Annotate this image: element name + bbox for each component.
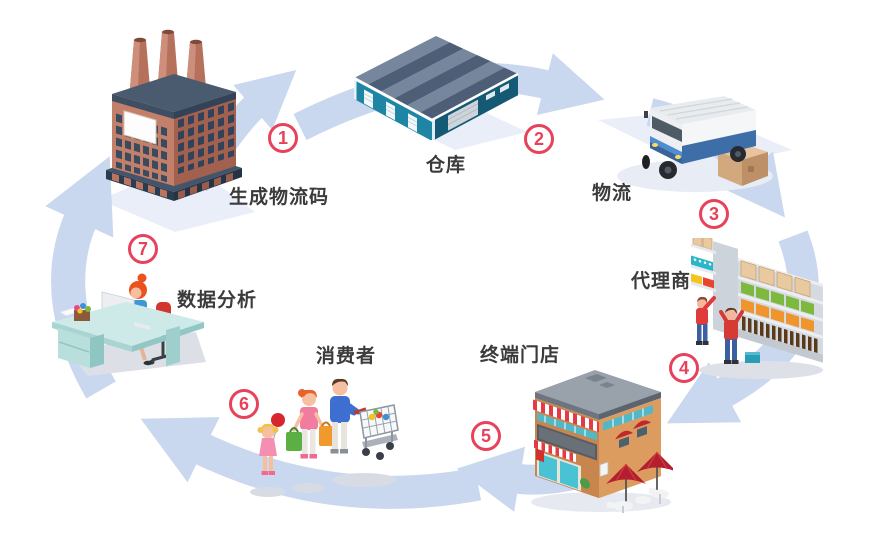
step-badge-7: 7: [128, 234, 158, 264]
data-analysis-illustration: [46, 264, 211, 382]
step-badge-3: 3: [699, 199, 729, 229]
delivery-van-icon: [617, 96, 773, 192]
family-shopping-icon: [250, 378, 399, 497]
step-badge-2: 2: [524, 124, 554, 154]
factory-illustration: [104, 24, 244, 202]
step-badge-1: 1: [268, 123, 298, 153]
factory-icon: [106, 29, 242, 201]
store-illustration: [523, 356, 673, 514]
warehouse-illustration: [350, 22, 522, 140]
agent-shelf-illustration: [683, 238, 833, 380]
storefront-icon: [531, 370, 673, 513]
step-badge-4: 4: [669, 353, 699, 383]
arrow-6-consumer-to-analysis: [140, 417, 482, 509]
station-label-analysis: 数据分析: [177, 290, 258, 311]
ground-patch: [100, 178, 255, 232]
consumer-family-illustration: [236, 368, 401, 506]
station-label-logistics: 物流: [592, 183, 633, 204]
station-label-store: 终端门店: [480, 345, 561, 366]
warehouse-icon: [353, 36, 519, 140]
delivery-van-illustration: [610, 90, 778, 198]
woman-at-desk-icon: [52, 273, 206, 376]
station-label-consumer: 消费者: [316, 346, 377, 367]
stocked-shelf-icon: [691, 238, 823, 379]
station-label-agent: 代理商: [631, 271, 692, 292]
step-badge-5: 5: [471, 421, 501, 451]
station-label-warehouse: 仓库: [426, 155, 467, 176]
step-badge-6: 6: [229, 389, 259, 419]
station-label-factory: 生成物流码: [229, 187, 330, 208]
